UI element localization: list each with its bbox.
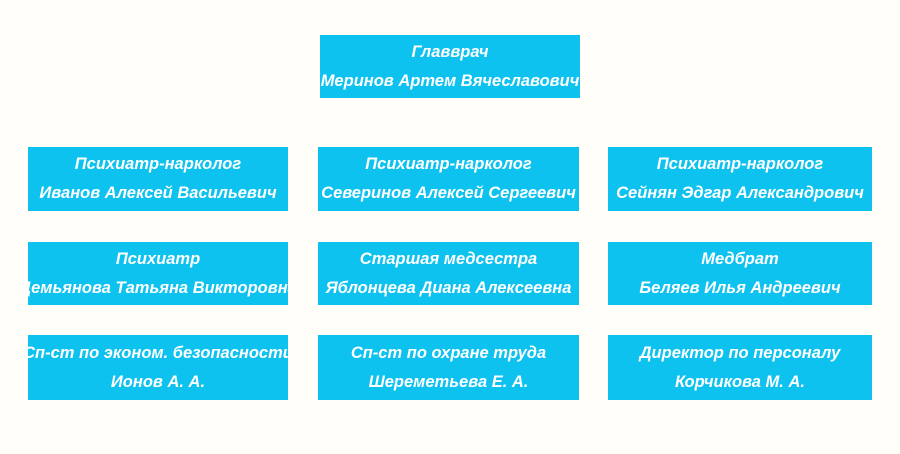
org-node-title: Психиатр-нарколог: [656, 155, 824, 173]
org-node-title: Психиатр-нарколог: [365, 155, 532, 173]
org-node-person: Корчикова М. А.: [675, 372, 805, 391]
org-node-title: Главврач: [411, 42, 489, 61]
org-node-title: Сп-ст по эконом. безопасности: [23, 343, 293, 362]
org-node-title: Психиатр-нарколог: [74, 155, 242, 173]
org-node[interactable]: Сп-ст по эконом. безопасности Ионов А. А…: [23, 335, 293, 400]
org-node-title: Директор по персоналу: [639, 343, 841, 362]
org-node[interactable]: Сп-ст по охране труда Шереметьева Е. А.: [318, 335, 579, 400]
org-node[interactable]: Психиатр-нарколог Северинов Алексей Серг…: [318, 147, 579, 211]
org-node-root[interactable]: Главврач Меринов Артем Вячеславович: [320, 35, 580, 98]
org-node-person: Северинов Алексей Сергеевич: [321, 184, 576, 202]
org-node-person: Яблонцева Диана Алексеевна: [325, 278, 572, 297]
org-node[interactable]: Старшая медсестра Яблонцева Диана Алексе…: [318, 242, 579, 305]
org-node[interactable]: Директор по персоналу Корчикова М. А.: [608, 335, 872, 400]
org-node[interactable]: Психиатр Демьянова Татьяна Викторовна: [19, 242, 297, 305]
org-node-title: Сп-ст по охране труда: [350, 343, 547, 362]
org-node[interactable]: Психиатр-нарколог Сейнян Эдгар Александр…: [608, 147, 872, 211]
org-node-person: Ионов А. А.: [110, 372, 206, 391]
org-node-title: Старшая медсестра: [359, 249, 538, 268]
org-node-title: Психиатр: [115, 249, 201, 268]
org-node-person: Иванов Алексей Васильевич: [39, 184, 277, 202]
org-node-title: Медбрат: [701, 249, 779, 268]
org-node-person: Демьянова Татьяна Викторовна: [19, 278, 297, 297]
org-node[interactable]: Медбрат Беляев Илья Андреевич: [608, 242, 872, 305]
org-node-person: Меринов Артем Вячеславович: [320, 71, 580, 90]
org-node-person: Беляев Илья Андреевич: [639, 278, 841, 297]
org-node[interactable]: Психиатр-нарколог Иванов Алексей Василье…: [28, 147, 288, 211]
org-node-person: Сейнян Эдгар Александрович: [616, 184, 864, 202]
org-node-person: Шереметьева Е. А.: [368, 372, 529, 391]
